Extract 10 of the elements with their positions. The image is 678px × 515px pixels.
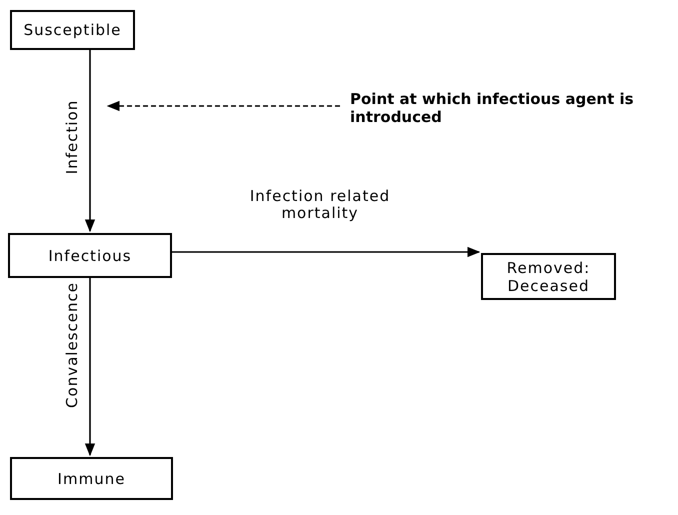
arrow bbox=[84, 50, 96, 232]
state-box: Removed: Deceased bbox=[481, 253, 616, 300]
arrow bbox=[172, 246, 480, 258]
state-box: Susceptible bbox=[10, 10, 135, 50]
arrow bbox=[84, 278, 96, 456]
arrow bbox=[106, 100, 340, 112]
edge-label: Infection related mortality bbox=[248, 188, 392, 222]
annotation-text: Point at which infectious agent is introduced bbox=[350, 86, 640, 130]
state-box: Infectious bbox=[8, 233, 172, 278]
state-box: Immune bbox=[10, 457, 173, 500]
